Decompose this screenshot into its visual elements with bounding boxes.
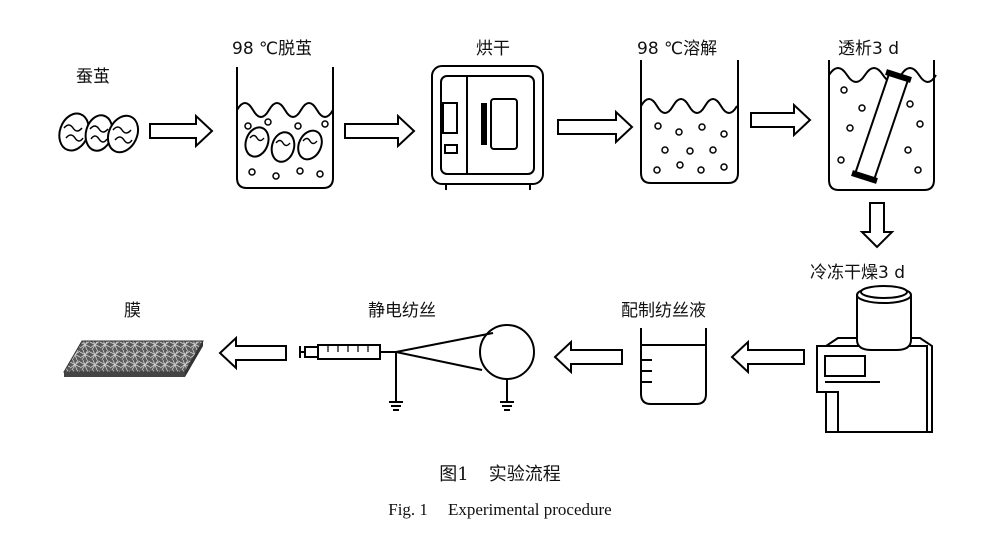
dissolving-beaker-icon [640,60,739,184]
membrane-icon [63,340,204,377]
caption-title-cn: 实验流程 [488,464,561,485]
dialysis-beaker-icon [828,60,937,191]
arrow-down-icon [859,202,895,249]
degumming-beaker-icon [236,67,334,189]
label-degumming: 98 ℃脱茧 [232,39,313,59]
label-cocoon: 蚕茧 [76,67,110,87]
drying-oven-icon [431,65,544,190]
arrow-left-icon [218,335,287,371]
label-dialysis: 透析3 d [838,39,900,59]
caption-figure-number-cn: 图1 [439,464,469,485]
label-prepare-solution: 配制纺丝液 [621,301,706,321]
label-membrane: 膜 [124,301,141,321]
caption-title-en: Experimental procedure [447,500,612,519]
label-drying: 烘干 [476,39,510,59]
figure-caption-chinese: 图1 实验流程 [0,460,1000,486]
arrow-right-icon [557,109,634,145]
arrow-right-icon [149,113,214,149]
label-freeze-drying: 冷冻干燥3 d [810,263,906,283]
freeze-dryer-icon [816,285,933,433]
arrow-right-icon [344,113,416,149]
arrow-left-icon [730,339,805,375]
figure-caption-english: Fig. 1 Experimental procedure [0,500,1000,520]
label-dissolving: 98 ℃溶解 [637,39,718,59]
cocoons-icon [58,112,140,154]
label-electrospinning: 静电纺丝 [368,301,436,321]
spinning-solution-beaker-icon [640,328,707,405]
electrospinning-setup-icon [299,324,535,411]
arrow-right-icon [750,102,812,138]
arrow-left-icon [553,339,623,375]
caption-figure-number-en: Fig. 1 [388,500,428,519]
